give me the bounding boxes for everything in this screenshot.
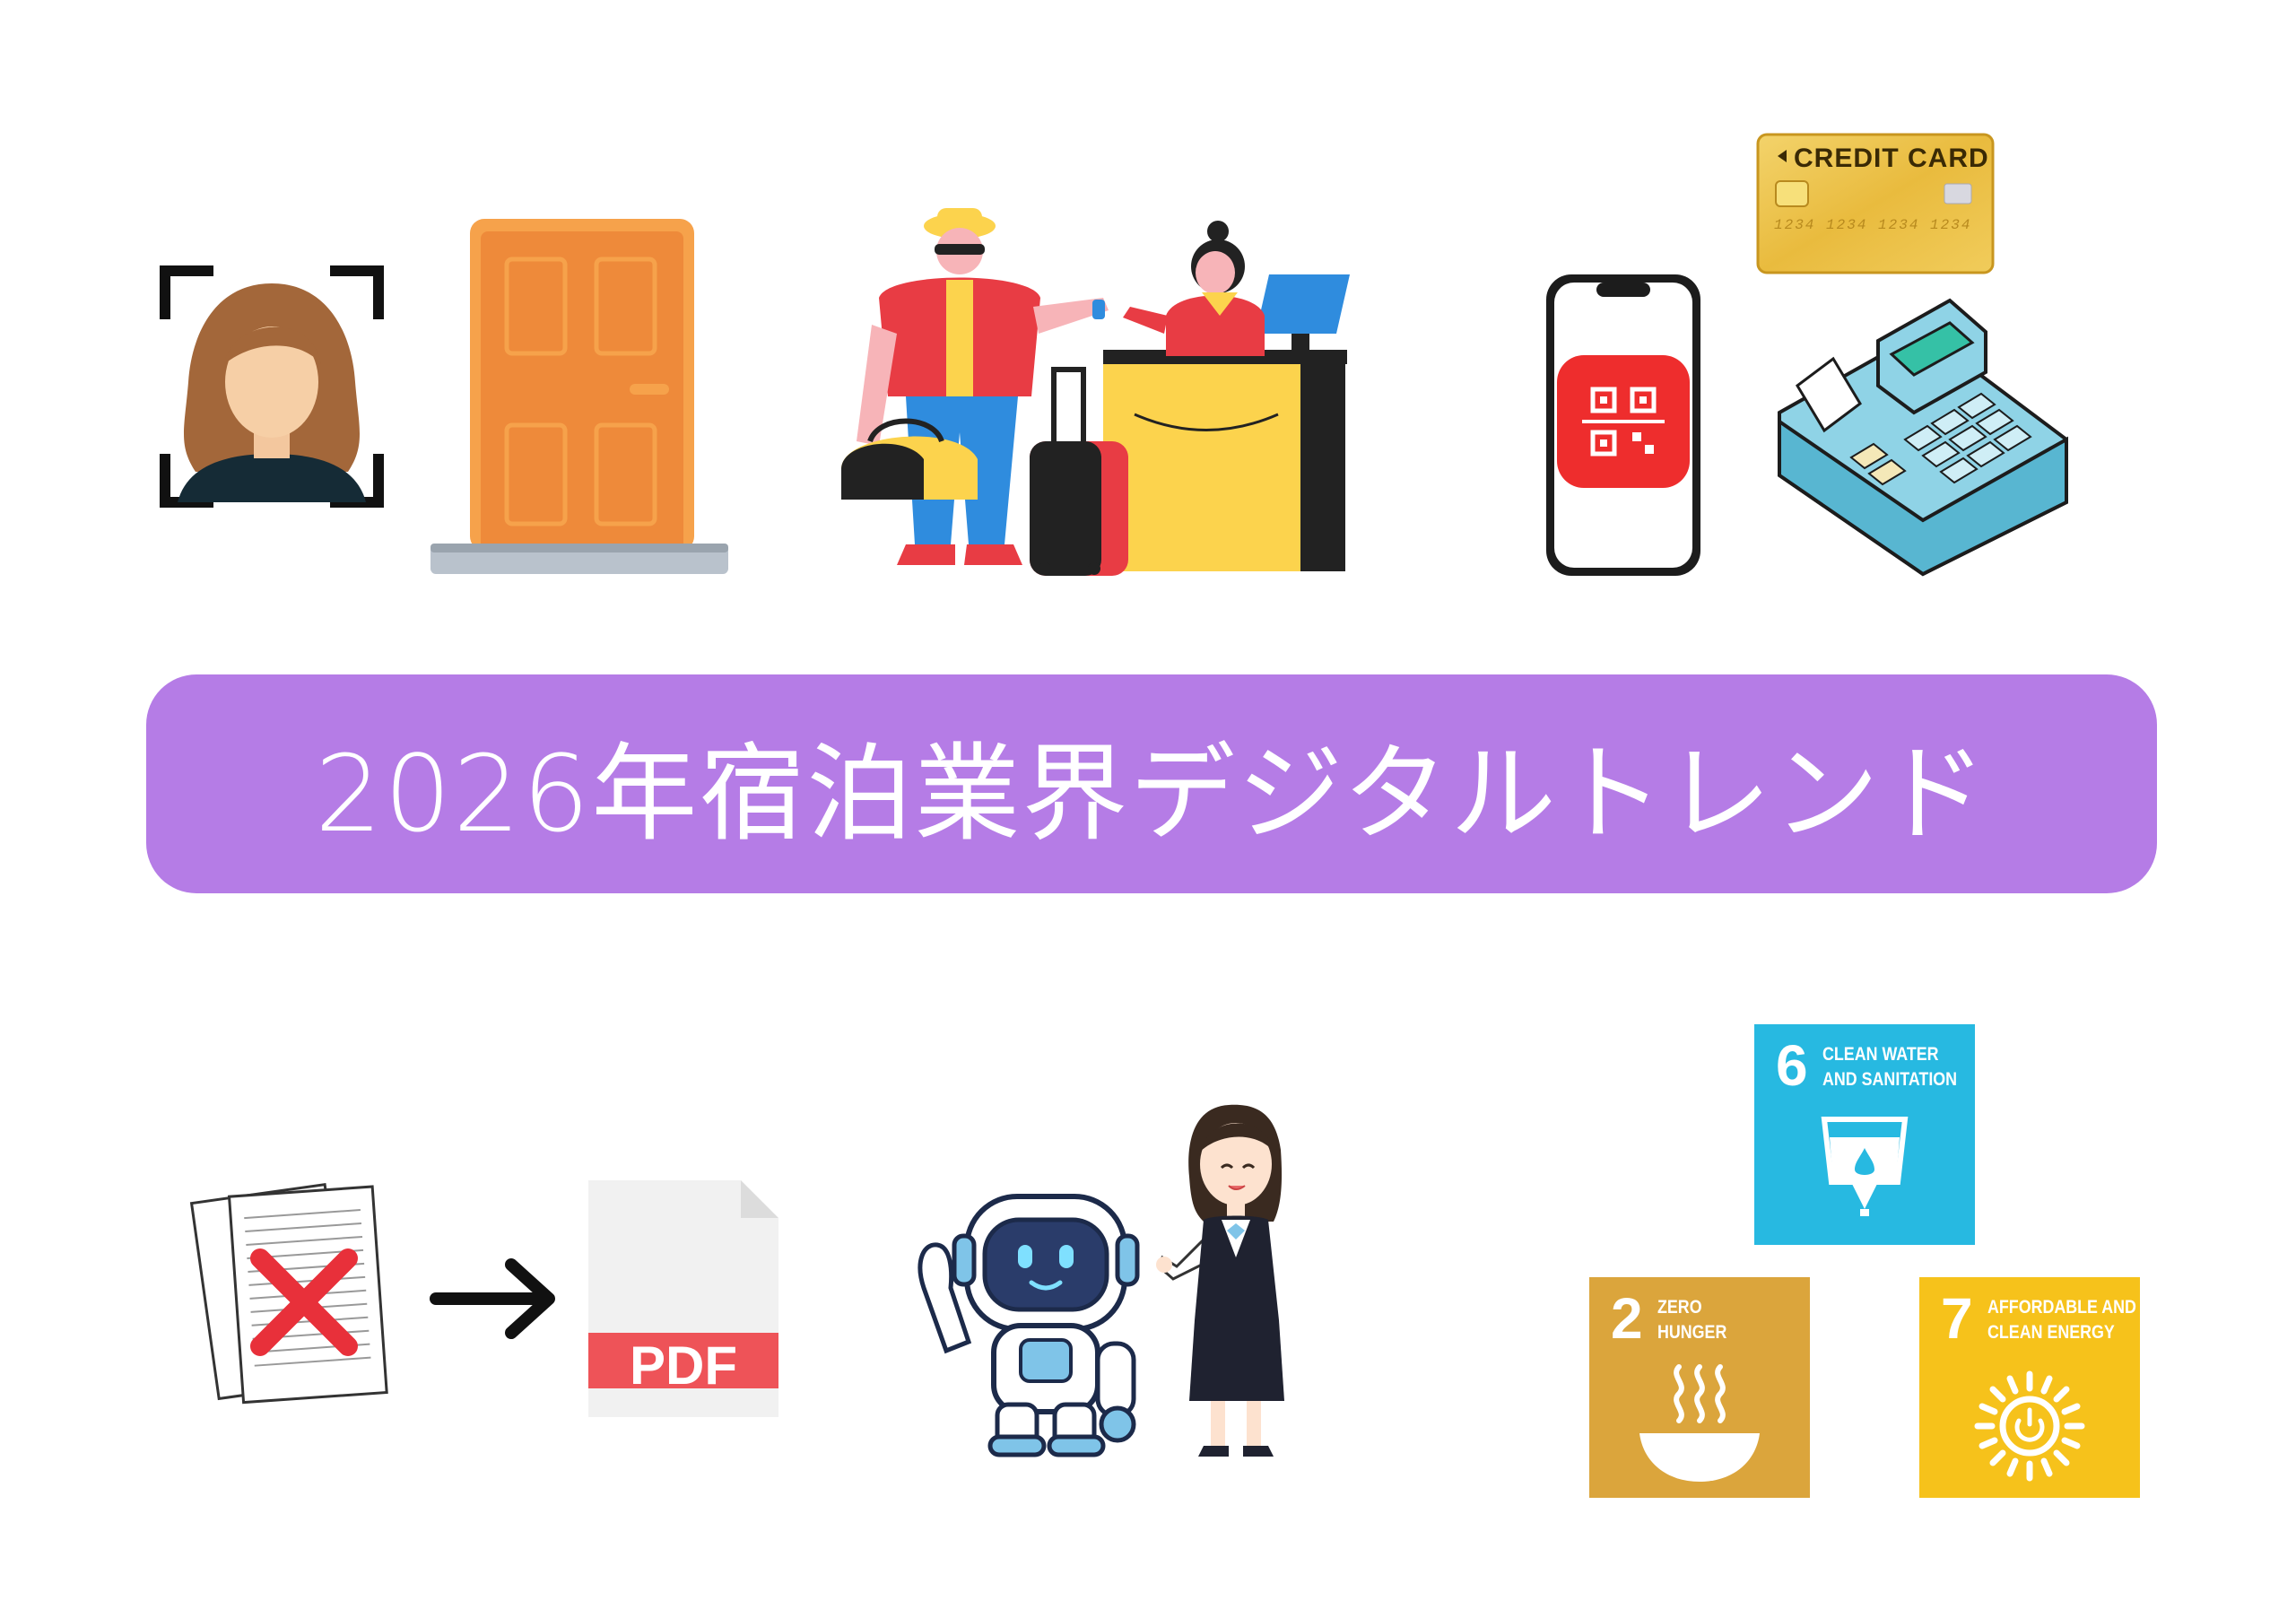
robot-icon <box>897 1189 1162 1458</box>
water-cup-icon <box>1821 1117 1909 1216</box>
credit-card-icon: CREDIT CARD 1234 1234 1234 1234 <box>1756 133 1995 274</box>
sun-power-icon <box>1974 1370 2085 1482</box>
bowl-icon <box>1639 1364 1760 1482</box>
arrow-right-icon <box>429 1254 560 1344</box>
sdg-number: 2 <box>1611 1286 1643 1351</box>
sdg-tile-2: 2 ZERO HUNGER <box>1589 1277 1810 1498</box>
page-title: 2026年宿泊業界デジタルトレンド <box>315 731 1988 856</box>
pdf-file-icon: PDF <box>588 0 778 1435</box>
title-banner: 2026年宿泊業界デジタルトレンド <box>146 674 2157 893</box>
cash-register-icon <box>1770 298 2072 577</box>
face-recognition-icon <box>160 265 384 508</box>
receptionist-icon <box>1156 1096 1326 1464</box>
sdg-title: ZERO HUNGER <box>1657 1297 1727 1343</box>
smartphone-qr-icon <box>1546 274 1700 576</box>
hotel-check-in-icon <box>834 199 1367 576</box>
sdg-tile-7: 7 AFFORDABLE AND CLEAN ENERGY <box>1919 1277 2140 1498</box>
sdg-number: 7 <box>1941 1286 1973 1351</box>
credit-card-label: CREDIT CARD <box>1794 144 1989 173</box>
sdg-tile-6: 6 CLEAN WATER AND SANITATION <box>1754 1024 1975 1245</box>
paperless-documents-icon <box>189 1173 407 1417</box>
door-icon <box>430 219 728 578</box>
sdg-title: AFFORDABLE AND CLEAN ENERGY <box>1987 1297 2136 1343</box>
sdg-title: CLEAN WATER AND SANITATION <box>1822 1044 1958 1090</box>
sdg-number: 6 <box>1776 1033 1808 1098</box>
pdf-label: PDF <box>630 1335 737 1396</box>
credit-card-numbers: 1234 1234 1234 1234 <box>1774 217 1972 233</box>
